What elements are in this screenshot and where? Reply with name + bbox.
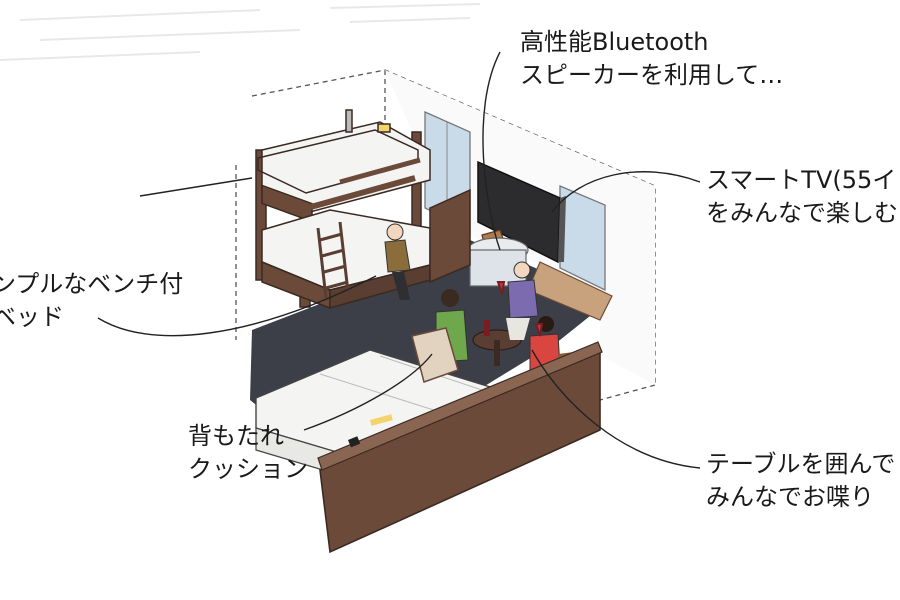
leader-cushion <box>303 353 433 431</box>
tv-icon <box>477 160 566 264</box>
label-table: テーブルを囲んで みんなでお喋り <box>706 448 895 514</box>
label-speaker-line1: 高性能Bluetooth <box>520 28 709 56</box>
label-table-line2: みんなでお喋り <box>706 483 874 511</box>
leader-tv <box>551 171 701 213</box>
label-tv-line1: スマートTV(55イ <box>706 166 897 194</box>
leader-bunk-top <box>139 177 253 197</box>
label-speaker-line2: スピーカーを利用して… <box>520 61 784 89</box>
label-bench-line1: ンプルなベンチ付 <box>0 270 184 298</box>
round-table-icon <box>472 320 522 366</box>
bed-front-top <box>317 341 603 471</box>
leader-table <box>531 349 701 469</box>
wine-glass-icon <box>496 281 544 337</box>
label-cushion-line1: 背もたれ <box>188 422 284 450</box>
leader-speaker <box>482 51 501 251</box>
person-purple <box>506 261 539 340</box>
background-sketch <box>0 3 481 61</box>
label-table-line1: テーブルを囲んで <box>706 450 896 478</box>
label-cushion-line2: クッション <box>188 455 308 483</box>
label-bench: ンプルなベンチ付 ベッド <box>0 268 183 334</box>
person-bunk <box>384 223 411 300</box>
leader-bench <box>97 275 377 337</box>
outlet <box>347 436 361 448</box>
label-tv-line2: をみんなで楽しむ <box>706 199 898 227</box>
ladder-icon <box>316 221 350 299</box>
label-tv: スマートTV(55イ をみんなで楽しむ <box>706 164 898 230</box>
label-speaker: 高性能Bluetooth スピーカーを利用して… <box>520 26 783 92</box>
label-bench-line2: ベッド <box>0 303 64 331</box>
leader-lines <box>97 51 701 469</box>
label-cushion: 背もたれ クッション <box>188 420 308 486</box>
